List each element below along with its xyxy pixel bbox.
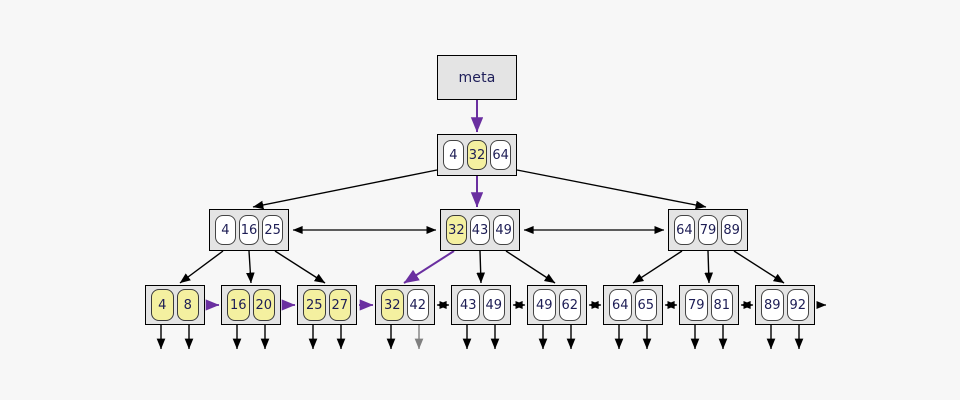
leaf-node-1-cell-1[interactable]: 8 [176,289,199,321]
edge-internal-right-to-leaf-7 [632,250,683,284]
meta-node-label: meta [458,69,496,86]
internal-node-middle-cell-1[interactable]: 43 [469,215,491,245]
internal-node-right-cell-1[interactable]: 79 [697,215,719,245]
leaf-node-5-cell-0[interactable]: 43 [457,289,480,321]
internal-node-left-cell-1[interactable]: 16 [238,215,260,245]
internal-node-left-cell-2[interactable]: 25 [262,215,284,245]
internal-node-right-cell-0[interactable]: 64 [674,215,695,245]
leaf-node-8-cell-0[interactable]: 79 [685,289,708,321]
edge-internal-right-to-leaf-8 [704,250,714,284]
internal-node-middle-cell-2[interactable]: 49 [493,215,515,245]
leaf-node-6-cell-0[interactable]: 49 [533,289,556,321]
internal-node-right-cell-2[interactable]: 89 [721,215,743,245]
meta-node[interactable]: meta [437,55,517,100]
leaf-node-7-cell-0[interactable]: 64 [609,289,632,321]
edge-internal-middle-to-leaf-6 [505,250,556,284]
leaf-node-3-cell-1[interactable]: 27 [328,289,351,321]
edge-root-to-internal-left [252,169,438,210]
root-node-cell-2[interactable]: 64 [490,140,512,170]
edge-internal-middle-to-leaf-5 [476,250,486,284]
leaf-node-5-cell-1[interactable]: 49 [482,289,505,321]
edge-root-to-internal-right [516,169,707,210]
leaf-node-4-cell-0[interactable]: 32 [381,289,404,321]
edge-internal-left-to-leaf-3 [274,250,326,284]
root-node-cell-0[interactable]: 4 [443,140,464,170]
leaf-node-4-cell-1[interactable]: 42 [406,289,429,321]
root-node-cell-1[interactable]: 32 [466,140,488,170]
leaf-node-1-cell-0[interactable]: 4 [151,289,174,321]
leaf-node-6-cell-1[interactable]: 62 [558,289,581,321]
leaf-node-9-cell-1[interactable]: 92 [786,289,809,321]
edge-internal-left-to-leaf-1 [179,250,224,284]
internal-node-left-cell-0[interactable]: 4 [215,215,236,245]
edge-internal-middle-to-leaf-4 [403,250,455,284]
edge-internal-left-to-leaf-2 [246,250,255,284]
internal-node-middle-cell-0[interactable]: 32 [446,215,467,245]
leaf-node-8-cell-1[interactable]: 81 [710,289,733,321]
leaf-node-7-cell-1[interactable]: 65 [634,289,657,321]
leaf-node-3-cell-0[interactable]: 25 [303,289,326,321]
record-pointer-group [156,325,804,350]
leaf-node-2-cell-1[interactable]: 20 [252,289,275,321]
leaf-node-9-cell-0[interactable]: 89 [761,289,784,321]
leaf-node-2-cell-0[interactable]: 16 [227,289,250,321]
edge-internal-right-to-leaf-9 [733,250,785,284]
